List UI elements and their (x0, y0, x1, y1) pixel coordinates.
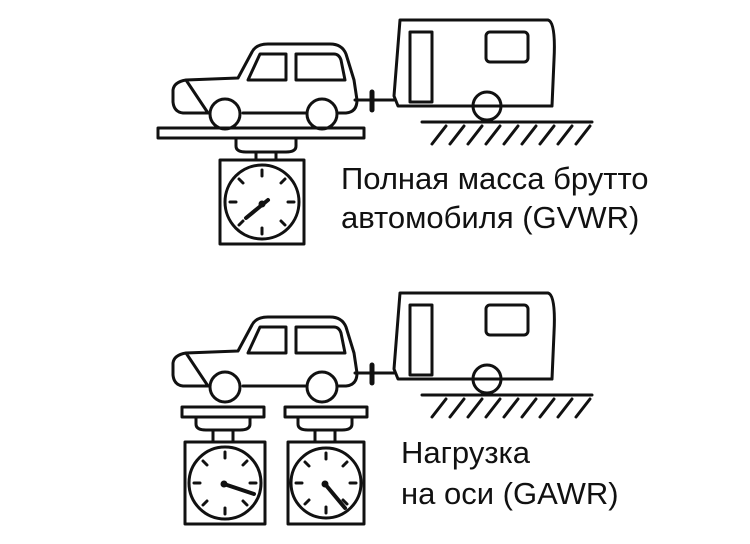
car-bottom (173, 317, 394, 402)
car-top (173, 44, 394, 129)
scene-gawr (173, 291, 594, 526)
scene-gvwr (156, 18, 594, 246)
scale-needle (323, 482, 347, 510)
gawr-label-line2: на оси (GAWR) (401, 476, 619, 511)
trailer-bottom (392, 291, 594, 419)
gvwr-label-line2: автомобиля (GVWR) (341, 200, 640, 235)
gawr-label-line1: Нагрузка (401, 435, 531, 470)
scale-rear-axle (283, 405, 369, 526)
gvwr-label-line1: Полная масса брутто (341, 161, 649, 196)
trailer-top (392, 18, 594, 146)
scale-front-axle (180, 405, 267, 526)
scale-needle (222, 482, 256, 496)
scale-full-vehicle (156, 126, 366, 246)
